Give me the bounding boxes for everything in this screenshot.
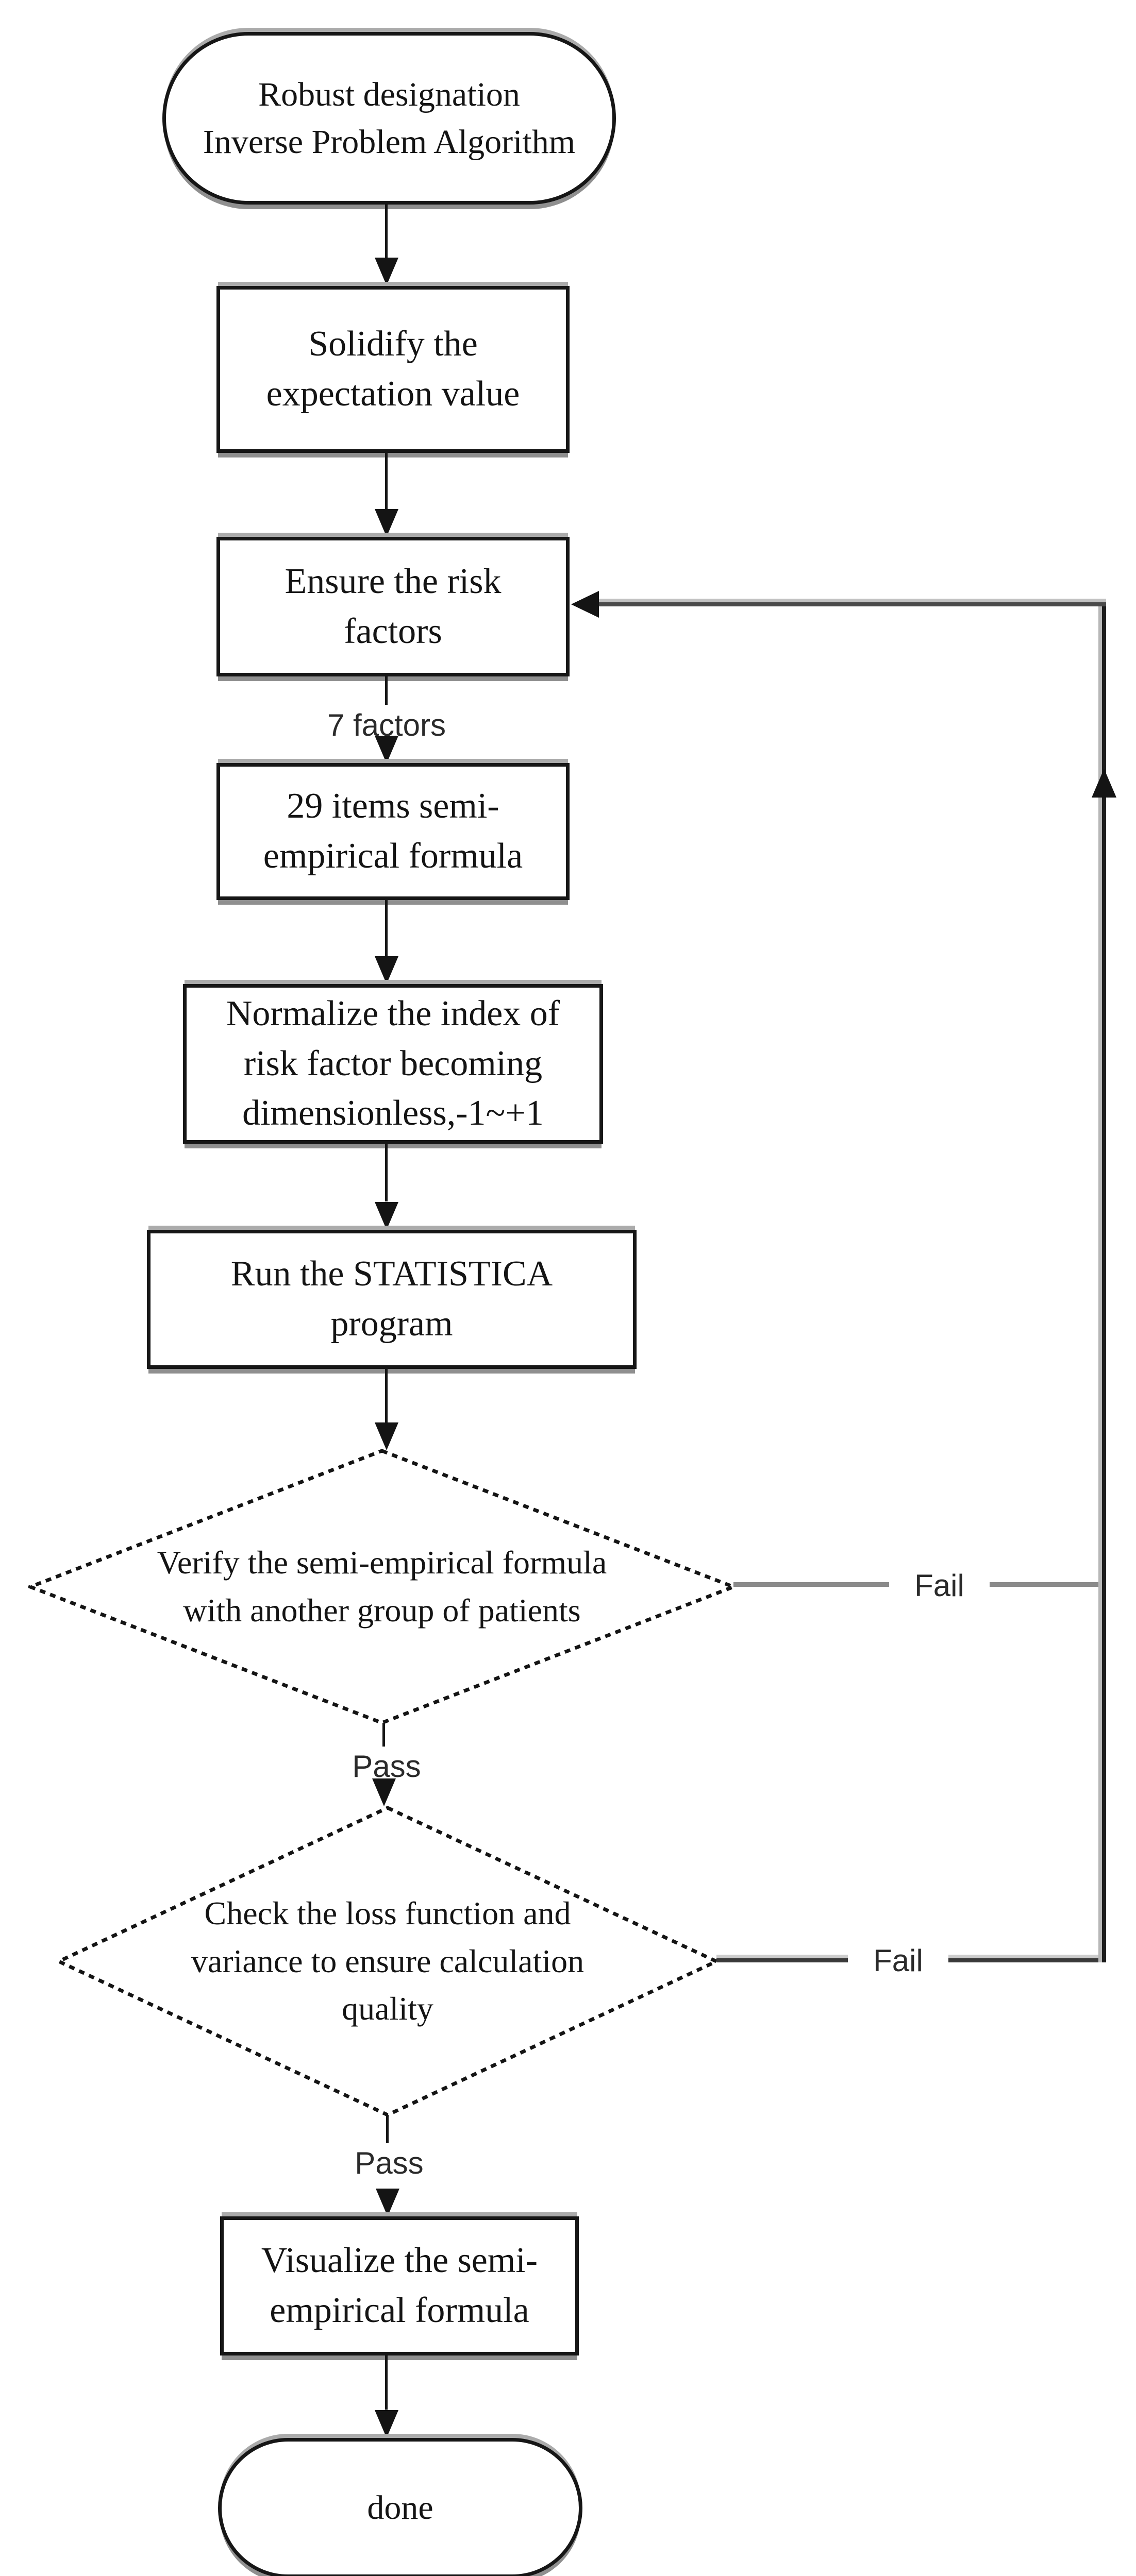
node-solidify-label: expectation value [266,374,520,414]
diamond-outline [57,1806,719,2117]
edge-solidify-ensure [385,453,388,510]
node-normalize-label: risk factor becoming [243,1043,543,1083]
arrowhead-up-icon [1092,769,1116,798]
edge-items29-normalize [385,900,388,957]
node-start-terminator: Robust designation Inverse Problem Algor… [162,32,616,205]
node-normalize-process: Normalize the index of risk factor becom… [183,984,603,1144]
node-solidify-process: Solidify the expectation value [216,286,570,453]
node-normalize-label: dimensionless,-1~+1 [242,1093,544,1133]
node-verify-decision [28,1449,736,1725]
edge-visualize-done [385,2355,388,2410]
node-items29-process: 29 items semi- empirical formula [216,763,570,900]
node-start-label: Inverse Problem Algorithm [203,123,576,161]
node-solidify-label: Solidify the [308,324,478,364]
edge-label-fail-check: Fail [848,1941,948,1979]
node-start-label: Robust designation [258,76,520,114]
node-run-label: program [330,1304,453,1344]
edge-label-fail-verify: Fail [889,1566,990,1604]
edge-label-pass-check: Pass [322,2143,456,2182]
edge-feedback-horizontal-line [597,602,1106,606]
node-visualize-process: Visualize the semi- empirical formula [220,2216,579,2355]
edge-check-visualize [386,2115,389,2145]
node-ensure-label: factors [344,611,442,651]
node-run-label: Run the STATISTICA [230,1254,553,1294]
arrowhead-down-icon [375,258,398,285]
diamond-outline [28,1449,736,1725]
node-items29-label: empirical formula [263,836,523,876]
node-ensure-label: Ensure the risk [285,561,502,601]
node-normalize-label: Normalize the index of [226,994,560,1034]
node-done-terminator: done [218,2438,582,2576]
edge-label-7-factors: 7 factors [308,705,465,745]
edge-start-solidify [385,205,388,259]
edge-ensure-items29 [385,676,388,706]
arrowhead-left-icon [571,591,599,618]
arrowhead-down-icon [375,1202,398,1230]
node-ensure-process: Ensure the risk factors [216,537,570,676]
node-items29-label: 29 items semi- [287,786,499,826]
node-visualize-label: Visualize the semi- [261,2241,538,2281]
edge-run-verify [385,1369,388,1423]
node-run-process: Run the STATISTICA program [147,1230,637,1369]
arrowhead-down-icon [376,2189,399,2216]
arrowhead-down-icon [375,736,398,764]
node-done-label: done [367,2489,433,2527]
arrowhead-down-icon [375,509,398,537]
arrowhead-down-icon [375,956,398,984]
edge-feedback-vertical-line [1102,602,1106,1962]
edge-normalize-run [385,1144,388,1201]
arrowhead-down-icon [375,2410,398,2438]
arrowhead-down-icon [372,1778,396,1806]
node-visualize-label: empirical formula [270,2291,529,2330]
arrowhead-down-icon [375,1422,398,1450]
node-check-decision [57,1806,719,2117]
edge-verify-check [382,1723,385,1749]
